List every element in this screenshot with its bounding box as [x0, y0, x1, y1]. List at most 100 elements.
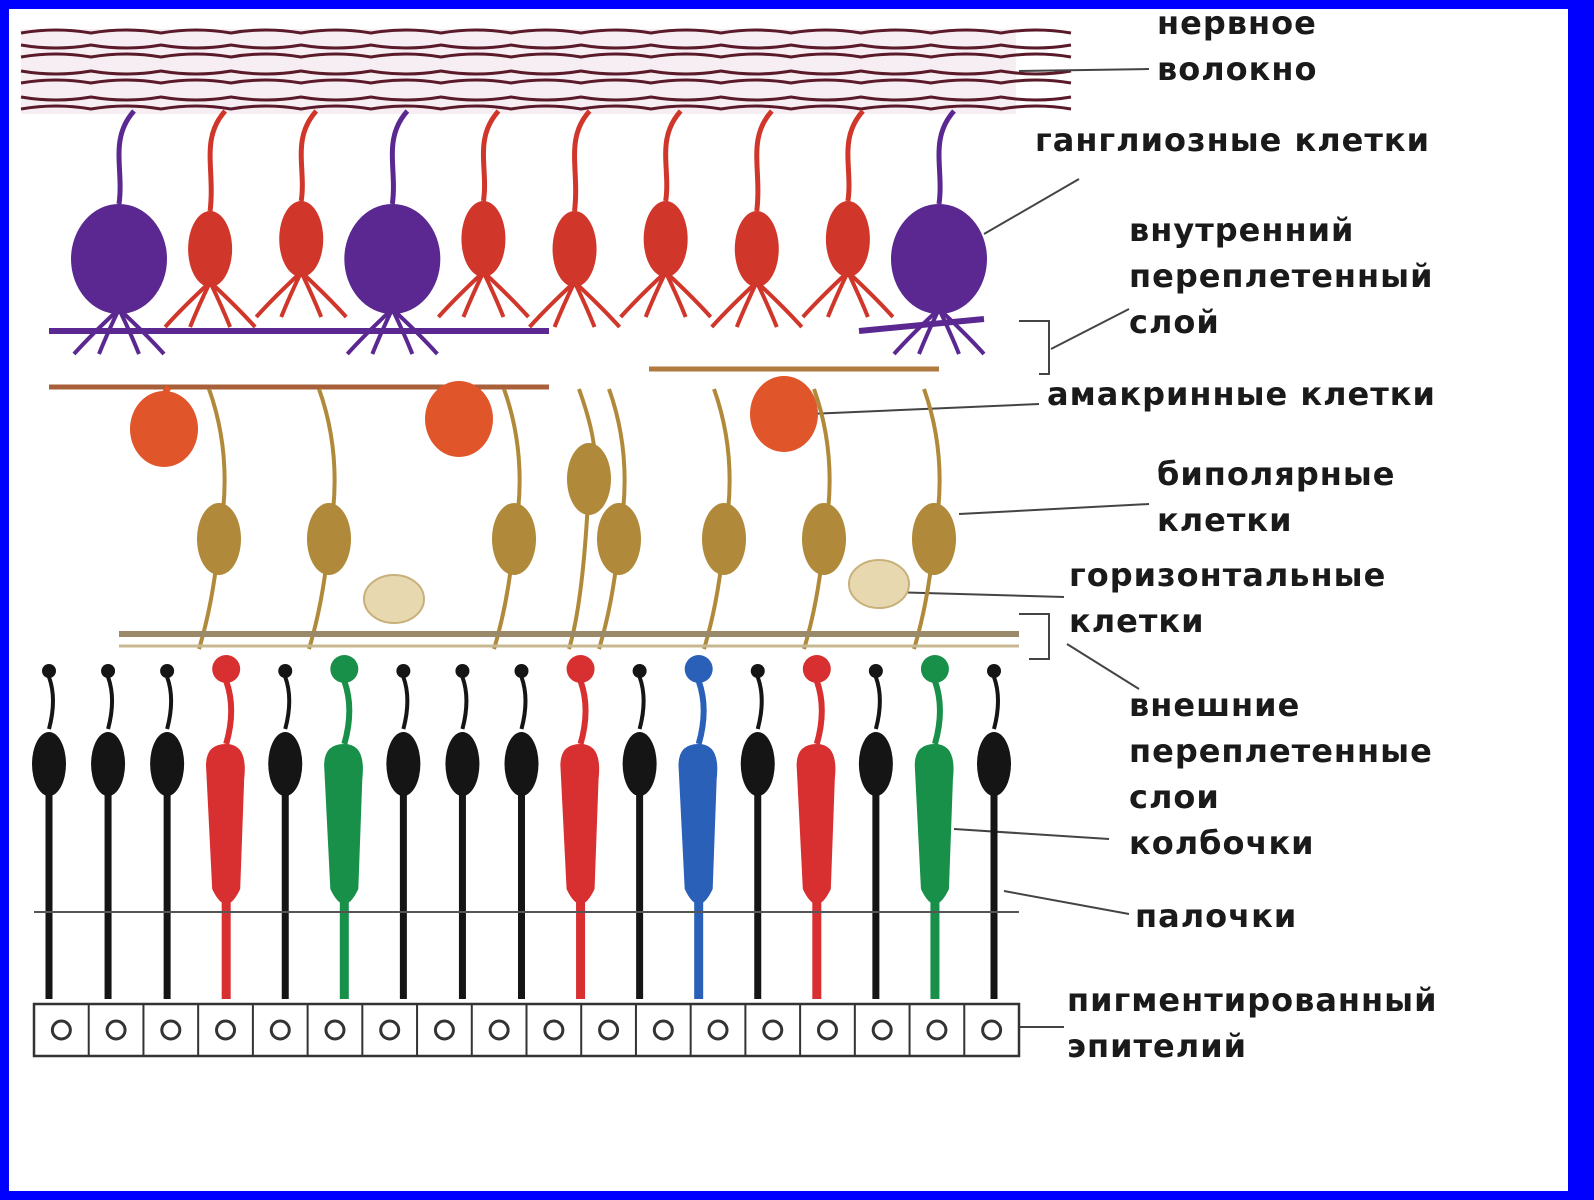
cone-terminal — [567, 655, 595, 683]
rod-terminal — [278, 664, 292, 678]
ganglion-dendrite — [210, 282, 255, 327]
rod-nucleus — [859, 732, 893, 796]
rod-nucleus — [741, 732, 775, 796]
amacrine-cell — [750, 376, 818, 452]
ganglion-dendrite — [438, 272, 483, 317]
ganglion-dendrite — [848, 272, 893, 317]
leader-line — [1051, 309, 1129, 349]
rod-fiber — [758, 677, 762, 729]
rod-terminal — [633, 664, 647, 678]
cone-fiber — [699, 681, 704, 744]
bipolar-cell — [492, 503, 536, 575]
rod-fiber — [522, 677, 526, 729]
rod-nucleus — [445, 732, 479, 796]
rod-fiber — [108, 677, 112, 729]
rod-fiber — [403, 677, 407, 729]
amacrine-cell — [130, 391, 198, 467]
leader-line — [889, 592, 1064, 597]
ganglion-cell — [891, 204, 987, 314]
cone-fiber — [344, 681, 349, 744]
cone-body — [679, 744, 718, 904]
cone-terminal — [212, 655, 240, 683]
cone-body — [797, 744, 836, 904]
ganglion-dendrite — [666, 272, 711, 317]
rod-fiber — [49, 677, 53, 729]
rod-nucleus — [386, 732, 420, 796]
cone-fiber — [817, 681, 822, 744]
cone-fiber — [935, 681, 940, 744]
ganglion-axon — [119, 111, 134, 204]
bipolar-cell — [912, 503, 956, 575]
rod-terminal — [160, 664, 174, 678]
label-rods: палочки — [1135, 893, 1297, 939]
ganglion-dendrite — [894, 309, 939, 354]
label-ganglion-cells: ганглиозные клетки — [1035, 117, 1430, 163]
ganglion-axon — [757, 111, 772, 211]
cone-terminal — [330, 655, 358, 683]
ganglion-cell — [344, 204, 440, 314]
ganglion-dendrite — [621, 272, 666, 317]
ganglion-dendrite — [483, 272, 528, 317]
bipolar-cell — [702, 503, 746, 575]
pigment-epithelium-layer — [34, 1004, 1019, 1056]
amacrine-process — [784, 379, 789, 387]
rod-terminal — [869, 664, 883, 678]
ganglion-dendrite — [256, 272, 301, 317]
ganglion-cell — [644, 201, 688, 277]
ganglion-dendrite — [530, 282, 575, 327]
ganglion-axon — [392, 111, 407, 204]
photoreceptor-layer — [32, 655, 1019, 999]
horizontal-cell — [849, 560, 909, 608]
label-inner-plexiform-layer: внутреннийпереплетенныйслой — [1129, 207, 1434, 345]
bipolar-cell — [307, 503, 351, 575]
rod-nucleus — [91, 732, 125, 796]
cone-body — [206, 744, 245, 904]
rod-terminal — [455, 664, 469, 678]
rod-nucleus — [623, 732, 657, 796]
rod-nucleus — [268, 732, 302, 796]
leader-line — [984, 179, 1079, 234]
cone-body — [915, 744, 954, 904]
bipolar-cell — [597, 503, 641, 575]
bipolar-cell-layer — [197, 389, 956, 649]
ganglion-axon — [210, 111, 225, 211]
ganglion-cell — [188, 211, 232, 287]
leader-line — [959, 504, 1149, 514]
ganglion-cell-layer — [71, 111, 987, 354]
ganglion-dendrite — [757, 282, 802, 327]
ganglion-axon — [939, 111, 954, 204]
ganglion-axon — [301, 111, 316, 201]
cone-body — [324, 744, 363, 904]
cone-terminal — [685, 655, 713, 683]
diagram-frame: нервноеволокно ганглиозные клетки внутре… — [9, 9, 1568, 1191]
bipolar-cell — [567, 443, 611, 515]
rod-nucleus — [505, 732, 539, 796]
amacrine-cell — [425, 381, 493, 457]
rod-terminal — [42, 664, 56, 678]
ganglion-axon — [483, 111, 498, 201]
rod-terminal — [987, 664, 1001, 678]
cone-fiber — [581, 681, 586, 744]
rod-terminal — [515, 664, 529, 678]
ganglion-cell — [553, 211, 597, 287]
rod-terminal — [396, 664, 410, 678]
bipolar-process — [569, 389, 595, 649]
cone-terminal — [803, 655, 831, 683]
ganglion-dendrite — [575, 282, 620, 327]
rod-nucleus — [32, 732, 66, 796]
horizontal-cell — [364, 575, 424, 623]
rod-fiber — [285, 677, 289, 729]
bracket-inner-plexiform — [1019, 321, 1049, 374]
cone-body — [560, 744, 599, 904]
label-cones: колбочки — [1129, 820, 1315, 866]
rod-fiber — [994, 677, 998, 729]
ganglion-dendrite — [939, 309, 984, 354]
inner-plexiform-layer — [49, 319, 984, 387]
rod-terminal — [751, 664, 765, 678]
cone-fiber — [226, 681, 231, 744]
bipolar-cell — [197, 503, 241, 575]
rod-nucleus — [150, 732, 184, 796]
